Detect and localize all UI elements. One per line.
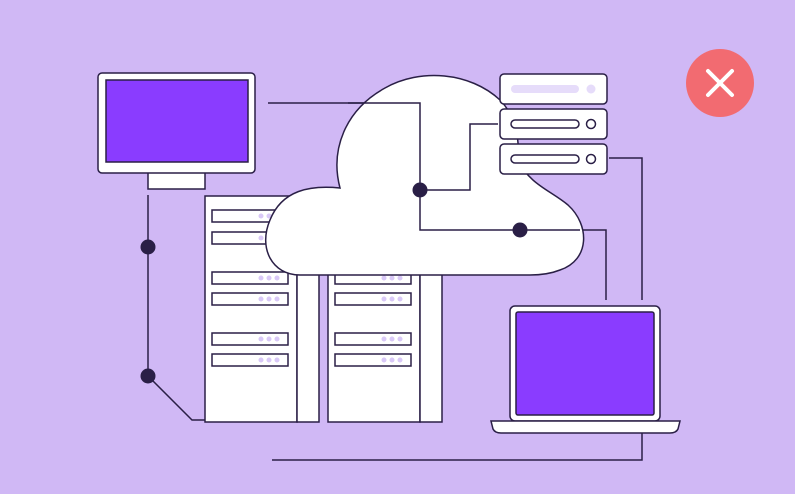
close-button[interactable] — [686, 49, 754, 117]
node-dot — [412, 182, 428, 198]
desktop-monitor-icon — [97, 72, 256, 190]
network-nodes — [140, 182, 528, 384]
cloud-connection-lines — [348, 102, 580, 231]
laptop-icon — [490, 305, 681, 434]
node-dot — [140, 239, 156, 255]
node-dot — [140, 368, 156, 384]
node-dot — [512, 222, 528, 238]
cloud-icon — [265, 74, 585, 276]
server-rack-icon — [327, 249, 443, 423]
server-stack-icon — [499, 73, 608, 175]
close-icon — [706, 69, 734, 97]
